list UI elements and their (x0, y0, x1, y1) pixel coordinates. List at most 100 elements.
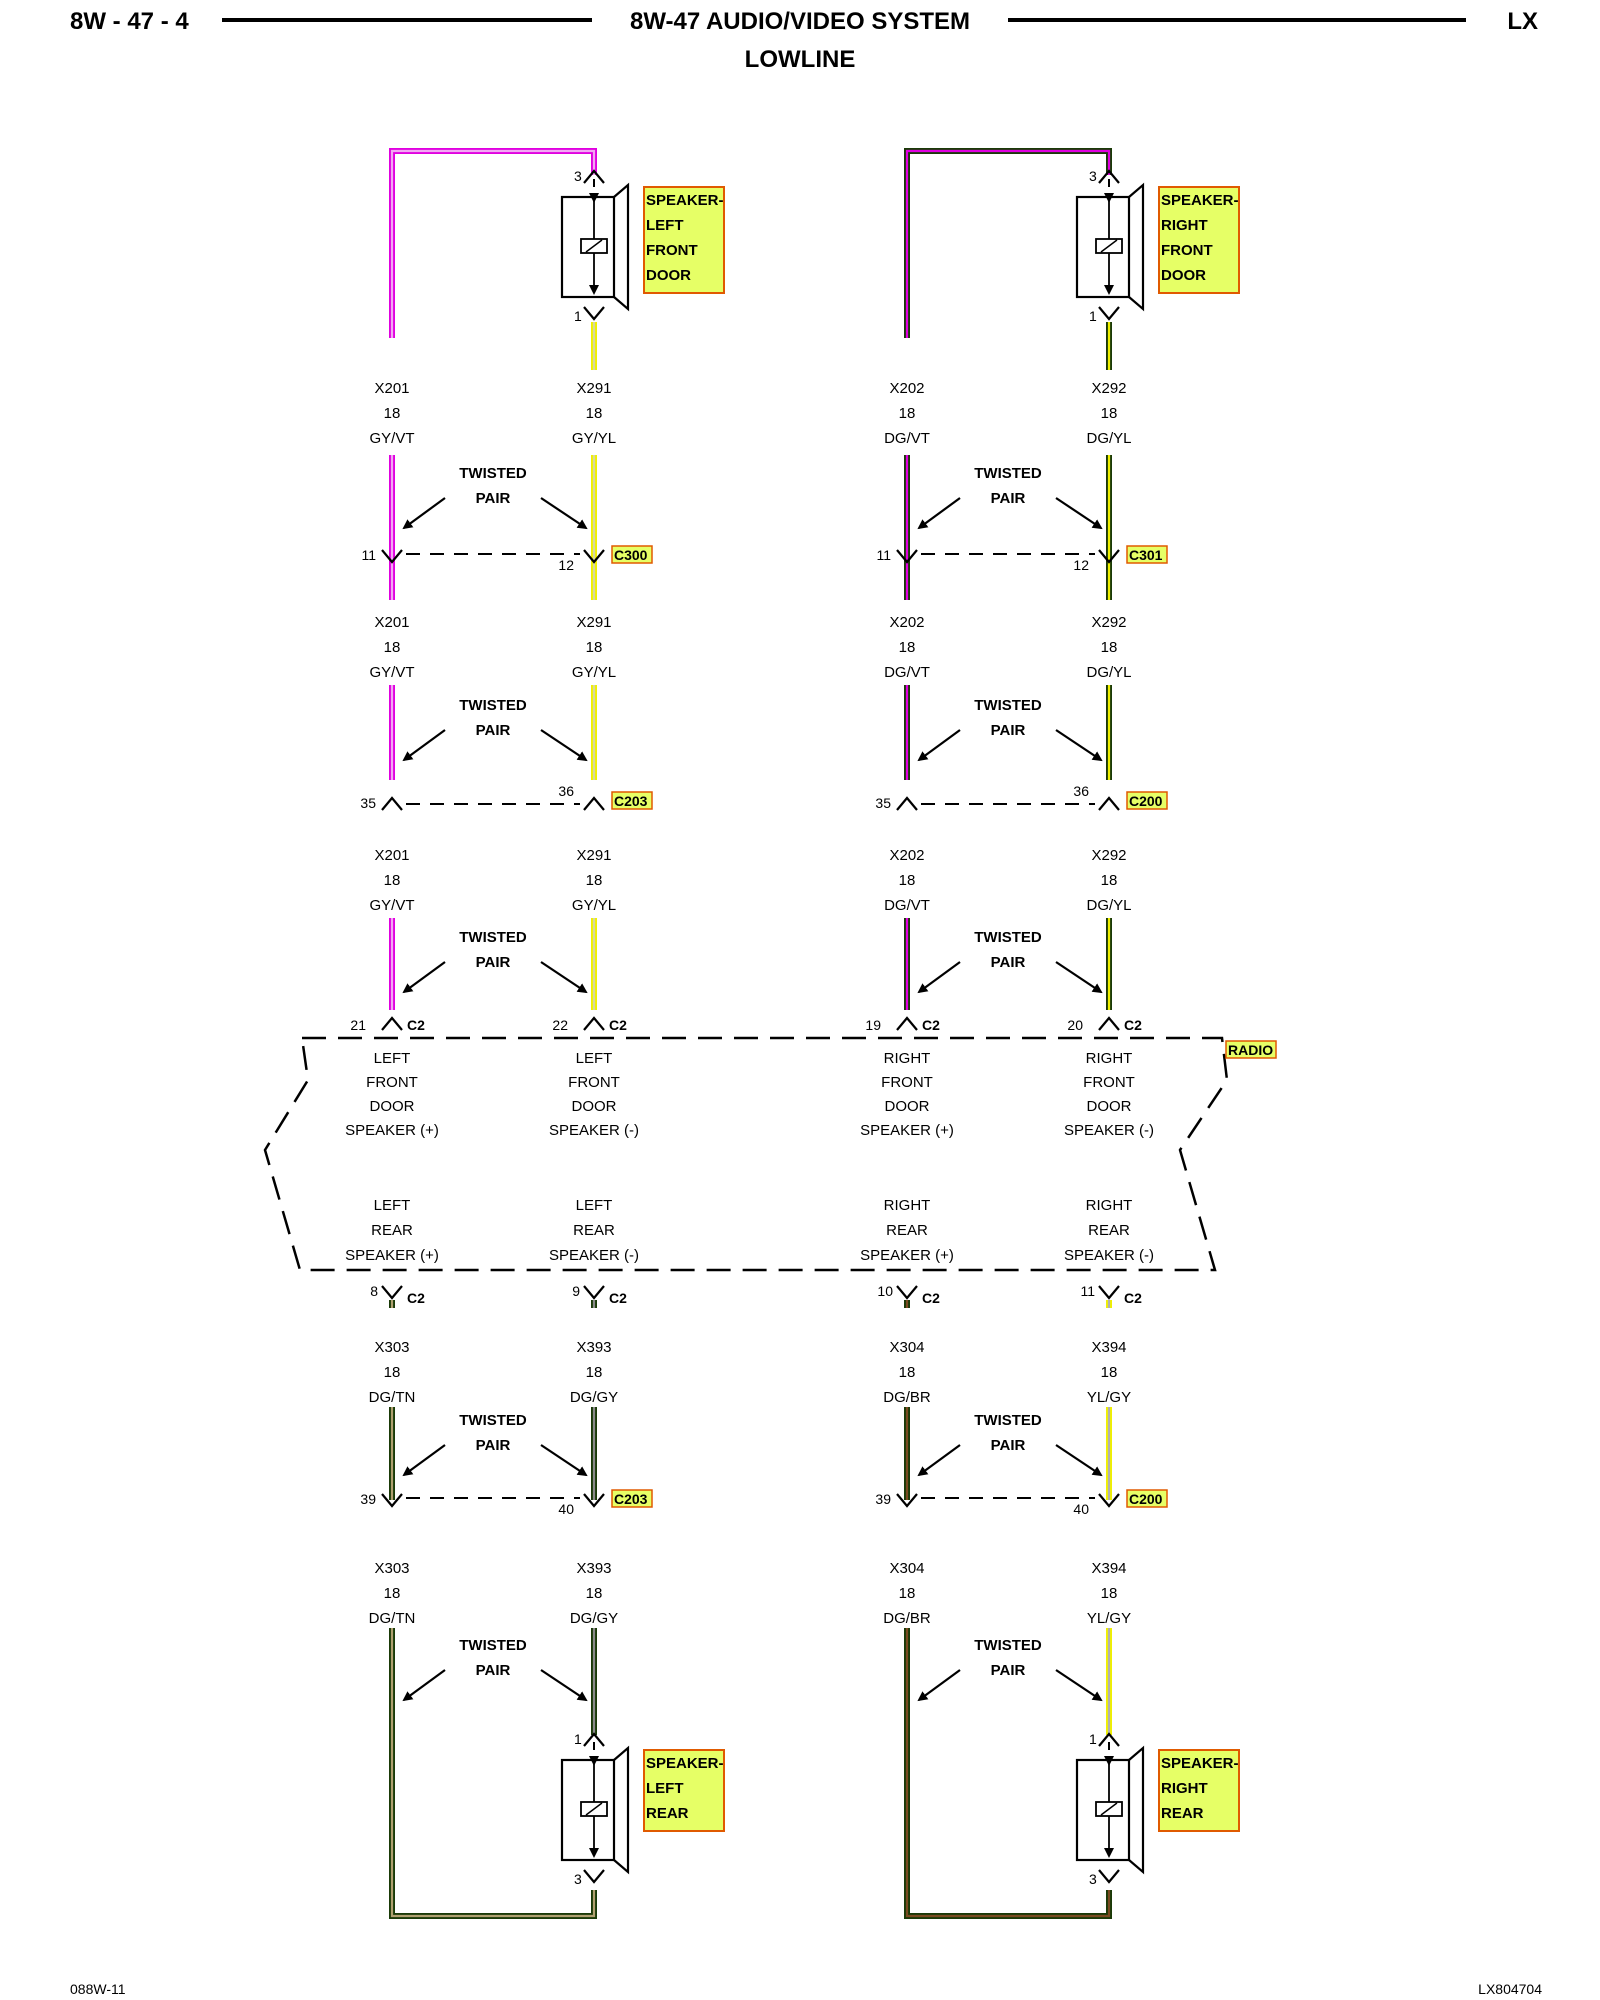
circuit-x292-label: DG/YL (1086, 664, 1131, 681)
connector-c301-pin-number: 12 (1073, 557, 1089, 573)
diagram-labels: 31SPEAKER-LEFTFRONTDOOR31SPEAKER-RIGHTFR… (263, 168, 1277, 1887)
speaker-right-rear (1075, 1742, 1145, 1875)
c2-top-pin-number: 22 (552, 1017, 568, 1033)
connector-c203-top-tag (611, 791, 653, 810)
circuit-x394-label: YL/GY (1087, 1610, 1131, 1627)
page-title: 8W-47 AUDIO/VIDEO SYSTEM (629, 8, 971, 35)
twisted-pair-left-0-label: TWISTED (459, 465, 527, 482)
c2-bottom-name: C2 (922, 1290, 940, 1306)
circuit-x303-label-bg (356, 1360, 428, 1382)
twisted-pair-right-3-label: PAIR (991, 1437, 1026, 1454)
circuit-x291-label-bg (558, 610, 630, 632)
circuit-x201-label: GY/VT (369, 897, 414, 914)
speaker-pin-bottom-label: 1 (574, 308, 582, 324)
circuit-x292-label-bg (1073, 843, 1145, 865)
circuit-x202-label-bg (871, 893, 943, 915)
connector-c200-bottom-tag (1126, 1489, 1168, 1508)
twisted-pair-right-1-arrow-right (1055, 729, 1103, 762)
circuit-x304-label: X304 (889, 1560, 924, 1577)
c2-top-name: C2 (407, 1017, 425, 1033)
circuit-x201-label-bg (356, 610, 428, 632)
circuit-x201-label: 18 (384, 639, 401, 656)
radio-front-pin-desc: RIGHT (884, 1050, 931, 1067)
speaker-left-rear-label-line: LEFT (646, 1780, 684, 1797)
speaker-pin-top-label: 1 (574, 1731, 582, 1747)
radio-rear-pin-desc: REAR (886, 1222, 928, 1239)
circuit-x291-label: GY/YL (572, 664, 616, 681)
circuit-x292-label: 18 (1101, 405, 1118, 422)
speaker-pin-top-label: 3 (1089, 168, 1097, 184)
circuit-x291-label: X291 (576, 380, 611, 397)
speaker-right-rear-label-line: REAR (1161, 1805, 1204, 1822)
circuit-x394-label-bg (1073, 1606, 1145, 1628)
circuit-x393-label-bg (558, 1606, 630, 1628)
speaker-left-front-pin-bottom (583, 306, 605, 321)
circuit-x202-label: X202 (889, 380, 924, 397)
circuit-x394-label: 18 (1101, 1364, 1118, 1381)
circuit-x393-label: DG/GY (570, 1389, 618, 1406)
twisted-pair-right-1-label: TWISTED (974, 697, 1042, 714)
connector-c200-bottom-pin-number: 40 (1073, 1501, 1089, 1517)
circuit-x303-label: 18 (384, 1364, 401, 1381)
circuit-x292-label: 18 (1101, 872, 1118, 889)
circuit-x292-label-bg (1073, 635, 1145, 657)
circuit-x291-label: GY/YL (572, 430, 616, 447)
circuit-x292-label-bg (1073, 426, 1145, 448)
circuit-x201-label: X201 (374, 614, 409, 631)
speaker-left-front (560, 179, 630, 312)
radio-rear-pin-desc: LEFT (374, 1197, 411, 1214)
twisted-pair-left-3-arrow-left (402, 1444, 446, 1477)
circuit-x201-label: X201 (374, 847, 409, 864)
footer-code-right: LX804704 (1478, 1981, 1542, 1997)
circuit-x201-label-bg (356, 426, 428, 448)
circuit-x202-label-bg (871, 610, 943, 632)
connector-c300-pin-number: 12 (558, 557, 574, 573)
circuit-x291-label: X291 (576, 847, 611, 864)
circuit-x202-label-bg (871, 376, 943, 398)
circuit-x393-label: X393 (576, 1339, 611, 1356)
speaker-left-rear-label-box (643, 1749, 725, 1832)
twisted-pair-right-4-arrow-left (917, 1669, 961, 1702)
radio-front-pin-desc: FRONT (881, 1074, 933, 1091)
radio-rear-pin-desc: SPEAKER (-) (1064, 1247, 1154, 1264)
circuit-x304-label: X304 (889, 1339, 924, 1356)
speaker-right-front-label-line: RIGHT (1161, 217, 1208, 234)
radio-front-pin-desc: LEFT (374, 1050, 411, 1067)
circuit-x394-label-bg (1073, 1335, 1145, 1357)
circuit-x304-label: DG/BR (883, 1389, 931, 1406)
circuit-x202-label: X202 (889, 614, 924, 631)
c2-top-name: C2 (609, 1017, 627, 1033)
circuit-x304-label-bg (871, 1360, 943, 1382)
speaker-left-rear-label-line: SPEAKER- (646, 1755, 724, 1772)
c2-top-name: C2 (922, 1017, 940, 1033)
circuit-x303-label-bg (356, 1335, 428, 1357)
connector-c203-bottom-name: C203 (614, 1491, 648, 1507)
c2-bottom-pin-0 (381, 1285, 403, 1300)
speaker-right-rear-pin-bottom (1098, 1869, 1120, 1884)
connector-c200-bottom-pin-right (1098, 1493, 1120, 1508)
circuit-x303-label: DG/TN (369, 1389, 416, 1406)
connector-c300-pin-number: 11 (361, 547, 376, 563)
speaker-left-front-label-line: SPEAKER- (646, 192, 724, 209)
c2-bottom-pin-number: 9 (572, 1283, 580, 1299)
speaker-right-front-label-line: FRONT (1161, 242, 1213, 259)
circuit-x201-label-bg (356, 660, 428, 682)
connector-c200-top-pin-left (896, 796, 918, 811)
radio-front-pin-desc: FRONT (366, 1074, 418, 1091)
twisted-pair-right-2-arrow-right (1055, 961, 1103, 994)
connector-c301-pin-number: 11 (876, 547, 891, 563)
page-subtitle: LOWLINE (744, 46, 856, 73)
radio-front-pin-desc: SPEAKER (+) (860, 1122, 954, 1139)
wires (389, 148, 1112, 1919)
circuit-x201-label-bg (356, 868, 428, 890)
twisted-pair-right-1-arrow-left (917, 729, 961, 762)
speaker-left-rear-label-line: REAR (646, 1805, 689, 1822)
twisted-pair-right-2-arrow-left (917, 961, 961, 994)
radio-rear-pin-desc: REAR (1088, 1222, 1130, 1239)
c2-top-pin-1 (583, 1016, 605, 1031)
speaker-right-rear-label-line: SPEAKER- (1161, 1755, 1239, 1772)
speaker-right-rear-label-box (1158, 1749, 1240, 1832)
circuit-x291-label-bg (558, 401, 630, 423)
circuit-x292-label-bg (1073, 868, 1145, 890)
circuit-x292-label: X292 (1091, 614, 1126, 631)
